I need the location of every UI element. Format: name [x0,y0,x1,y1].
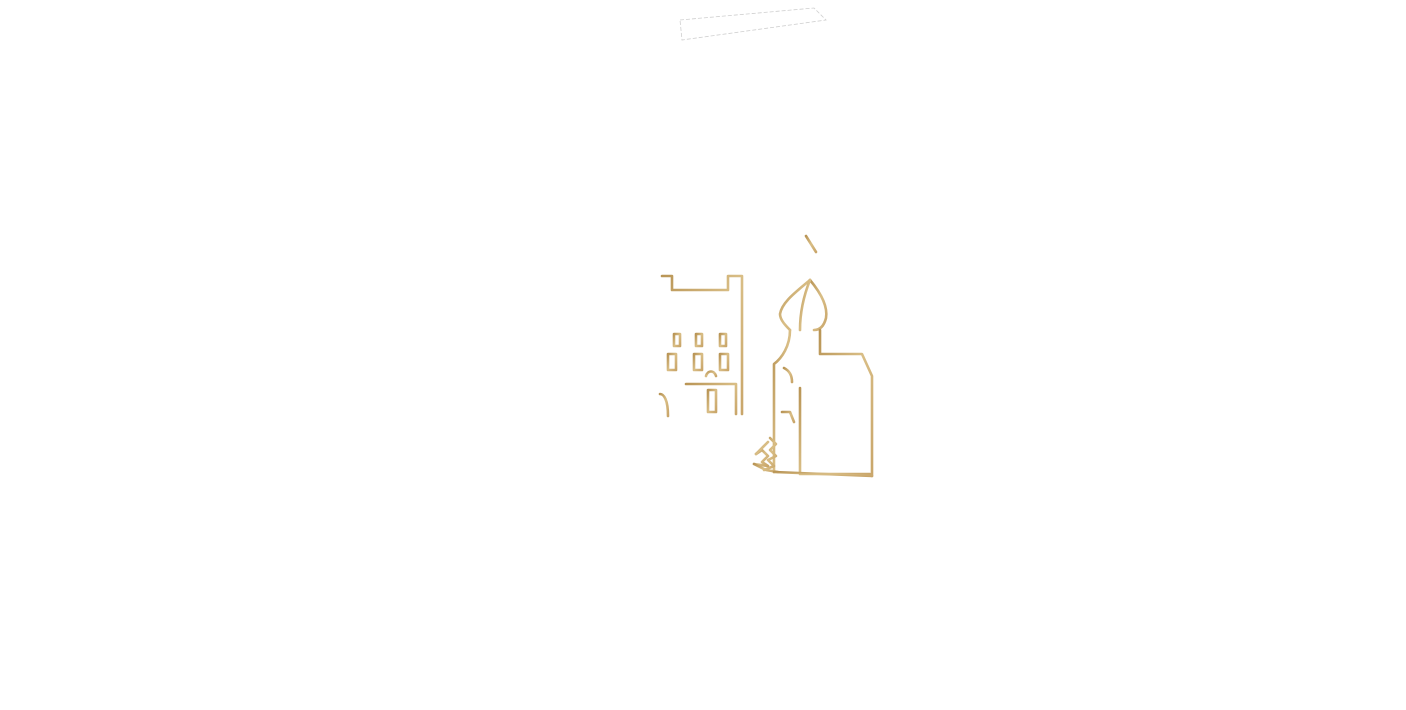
house-drawing [658,274,744,418]
church-drawing [752,224,874,478]
top-tab-outline [679,7,827,41]
town-buildings-church-icon [658,224,874,478]
